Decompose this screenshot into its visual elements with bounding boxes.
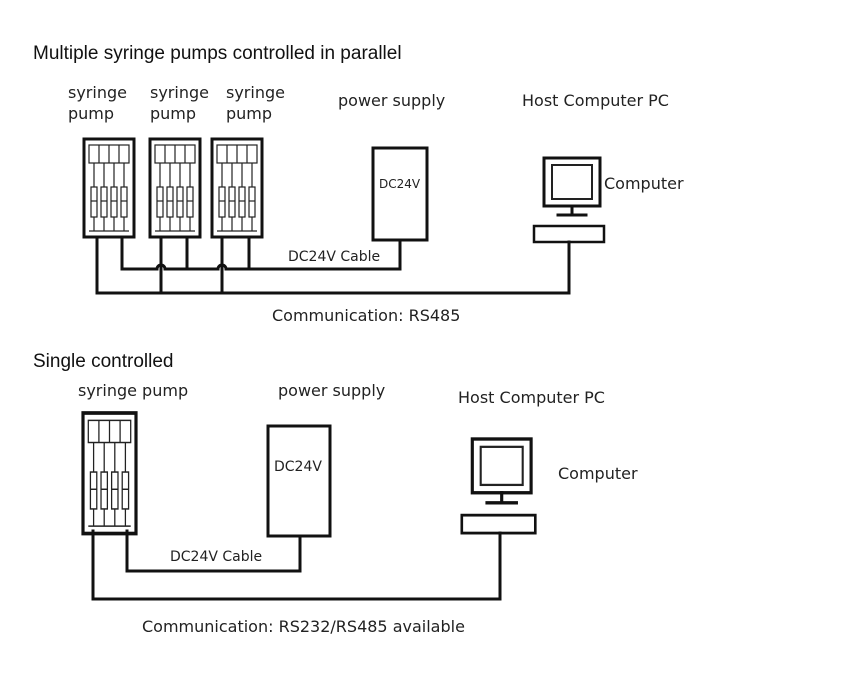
pump-1-label-line1: syringe [68,83,127,102]
parallel-power-supply-label: power supply [338,91,445,110]
pump-2-label-line1: syringe [150,83,209,102]
single-power-supply-display: DC24V [274,459,322,475]
parallel-section: Multiple syringe pumps controlled in par… [33,43,684,325]
syringe-pump-1 [82,137,136,239]
syringe-pump-3 [210,137,264,239]
single-computer-label: Computer [558,464,638,483]
syringe-pump-2 [148,137,202,239]
parallel-power-supply [371,146,429,242]
single-power-supply [266,424,332,538]
parallel-cable-label: DC24V Cable [288,249,380,265]
parallel-dc-cable [120,237,402,271]
parallel-comm-cable [95,237,571,295]
single-title: Single controlled [33,351,173,372]
single-syringe-pump [81,411,138,536]
single-section: Single controlled syringe pump power sup… [33,351,638,636]
single-comm-label: Communication: RS232/RS485 available [142,617,465,636]
parallel-computer-icon [532,156,606,244]
single-comm-cable [91,529,502,601]
pump-1-label-line2: pump [68,104,114,123]
pump-3-label-line2: pump [226,104,272,123]
parallel-comm-label: Communication: RS485 [272,306,460,325]
pump-2-label-line2: pump [150,104,196,123]
parallel-title: Multiple syringe pumps controlled in par… [33,43,402,64]
parallel-power-supply-display: DC24V [379,177,421,191]
single-host-label: Host Computer PC [458,388,605,407]
parallel-computer-label: Computer [604,174,684,193]
single-cable-label: DC24V Cable [170,549,262,565]
single-computer-icon [460,437,537,535]
single-power-supply-label: power supply [278,381,385,400]
pump-3-label-line1: syringe [226,83,285,102]
single-dc-cable [125,529,302,573]
single-pump-label: syringe pump [78,381,188,400]
parallel-host-label: Host Computer PC [522,91,669,110]
